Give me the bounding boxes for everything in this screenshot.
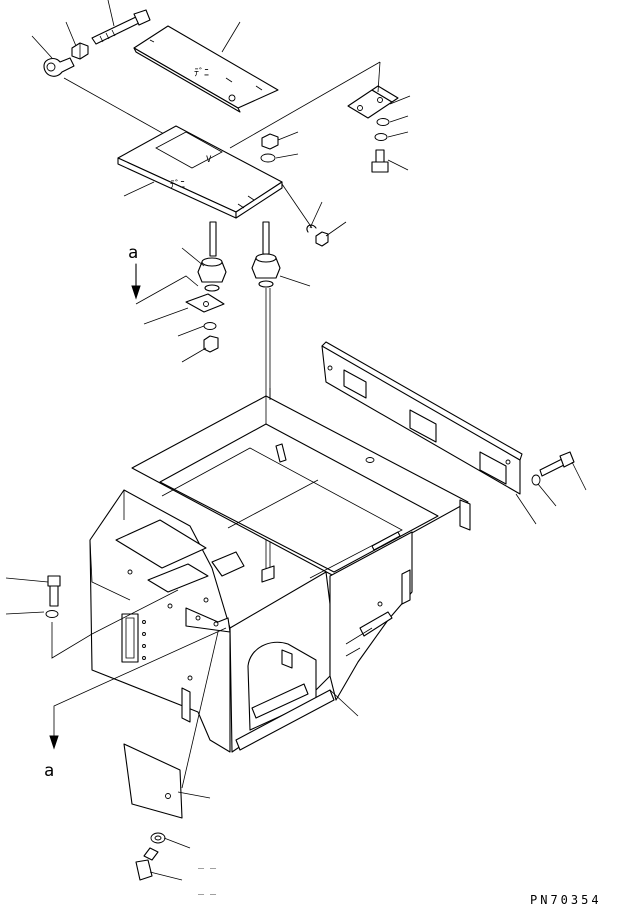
view-arrow-top	[131, 263, 141, 300]
leader-long-bolt	[107, 0, 115, 27]
leader-washer-bottom	[163, 837, 191, 849]
bolt-bottom	[135, 847, 159, 881]
link-support-plate	[281, 183, 313, 229]
washer-middle	[260, 153, 276, 163]
drawing-number: PN70354	[530, 893, 602, 907]
leader-snap-ring	[309, 201, 323, 229]
spring-washer-right-2	[374, 133, 388, 141]
leader-nut-left	[181, 347, 207, 363]
rubber-mount-right	[251, 221, 281, 288]
nut-left	[203, 335, 219, 353]
leader-washer-left	[177, 325, 205, 337]
leader-mount-left	[181, 247, 205, 267]
bolt-left-side	[47, 575, 61, 607]
leader-washer-middle	[275, 153, 299, 159]
leader-top-cover	[221, 21, 241, 53]
plate-mark-lower: ﾃﾞﾆ	[170, 179, 185, 191]
leader-washer-r1	[389, 115, 409, 123]
hinge-bracket	[347, 85, 399, 119]
leader-side-panel	[515, 493, 537, 525]
top-cover-plate: ﾃﾞﾆ	[133, 25, 279, 113]
washer-bottom	[150, 832, 166, 844]
leader-bolt-side	[571, 461, 587, 491]
side-panel-right	[321, 341, 523, 495]
bolt-side-panel	[531, 451, 575, 486]
leader-main-frame	[329, 689, 359, 717]
link-hinge	[377, 61, 381, 93]
view-marker-a-bottom: a	[44, 761, 54, 781]
cover-plate-bottom	[123, 743, 183, 819]
mount-bracket	[185, 293, 225, 313]
washer-left	[203, 322, 217, 330]
hex-nut-top	[71, 42, 89, 60]
hex-nut-small	[315, 231, 329, 247]
blank-code-2: _ _	[198, 884, 217, 895]
support-plate: ﾃﾞﾆ V	[117, 125, 283, 219]
leader-hex-nut-top	[65, 21, 77, 47]
leader-washer-side	[537, 483, 557, 507]
leader-hinge-bracket	[389, 95, 411, 105]
leader-mount-right	[279, 275, 311, 287]
view-leader-bottom	[53, 627, 227, 740]
plate-mark-upper: ﾃﾞﾆ	[194, 67, 209, 79]
plate-mark-v: V	[206, 155, 212, 165]
leader-bolt-left	[5, 577, 49, 583]
view-leader-top	[135, 275, 199, 305]
leader-nut-middle	[277, 131, 299, 141]
ball-joint	[43, 57, 75, 77]
leader-ball-joint	[31, 35, 53, 59]
leader-washer-left-side	[5, 611, 45, 615]
link-cover-bottom	[181, 631, 219, 789]
rubber-mount-left	[197, 221, 227, 292]
leader-hex-nut-small	[325, 221, 347, 237]
blank-code-1: _ _	[198, 858, 217, 869]
main-frame	[89, 388, 471, 753]
leader-support-plate	[123, 181, 155, 197]
leader-washer-r2	[387, 131, 409, 138]
view-marker-a-top: a	[128, 243, 138, 263]
link-hinge-to-plate	[229, 61, 381, 149]
leader-mount-bracket	[143, 307, 189, 325]
washer-left-side	[45, 610, 59, 618]
snap-ring	[306, 224, 317, 233]
leader-cover-bottom	[177, 791, 211, 799]
leader-bolt-right-small	[387, 159, 409, 171]
long-bolt	[91, 9, 151, 45]
spring-washer-right-1	[376, 118, 390, 126]
bolt-right-small	[371, 149, 389, 173]
link-left-bolt	[51, 589, 179, 659]
view-arrow-bottom	[49, 735, 59, 750]
hex-nut-middle	[261, 133, 279, 150]
leader-bolt-bottom	[149, 871, 183, 881]
